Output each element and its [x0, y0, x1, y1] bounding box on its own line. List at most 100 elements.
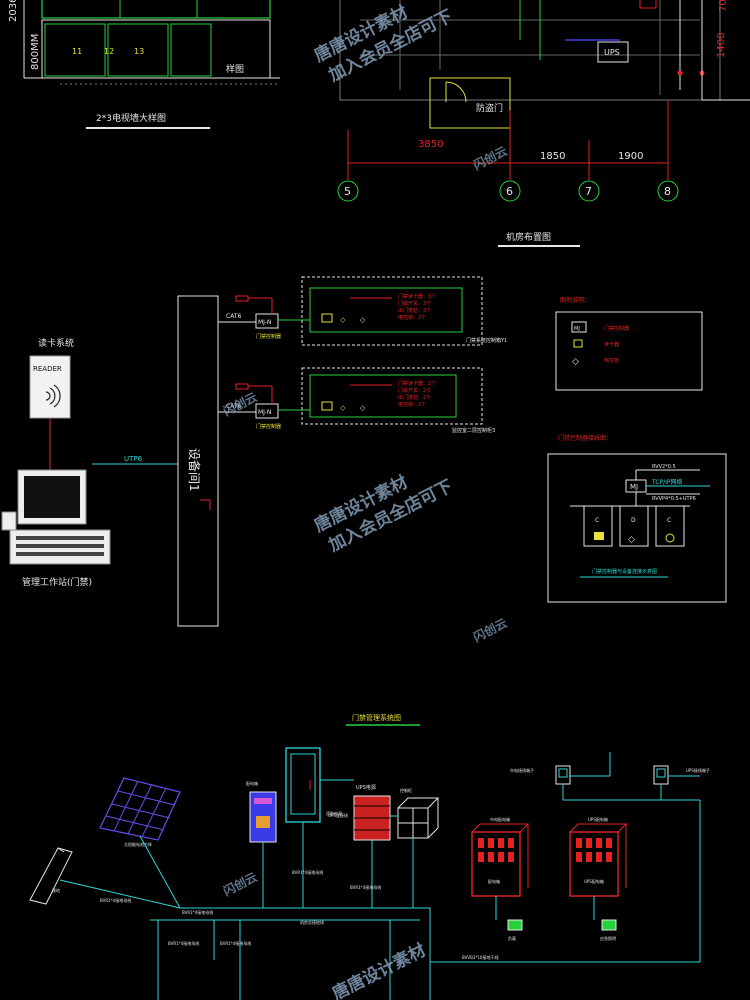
- meter-label-mains: 市电接线端子: [510, 767, 534, 773]
- cabinet-label-ups: UPS配电箱: [584, 878, 604, 884]
- mains-distribution-cabinet: 配电箱: [471, 823, 530, 897]
- cable-label-3: BVR1*4接地母线: [292, 869, 323, 875]
- cable-label-2: BVR1*4接地母线: [182, 909, 213, 915]
- door-label: 防盗门: [476, 102, 503, 114]
- watermark-mid: 唐唐设计素材 加入会员全店可下: [311, 471, 456, 556]
- cabinet-label-1: 11: [72, 47, 82, 56]
- reader-wave-icon: [45, 384, 61, 408]
- meter-label-ups: UPS接线端子: [686, 767, 710, 773]
- wiring-mj-label: MJ: [630, 483, 638, 491]
- svg-text:◇: ◇: [340, 316, 346, 324]
- power-system-diagram: 门禁管理系统图 太阳能电池方阵 接地 配电箱 消防电源 UPS电源: [29, 713, 710, 1000]
- dim-right-top: 700: [718, 0, 729, 12]
- cabinet-label: 设备间1: [187, 448, 201, 492]
- machine-room-layout: UPS 防盗门 700 1400 3850 1850 1900 5 6 7 8 …: [337, 0, 750, 247]
- legend-item-3: 电控锁: [604, 357, 619, 364]
- card-reader-device: [29, 355, 71, 419]
- feeder-label: BVVB3*10接地干线: [462, 954, 498, 960]
- watermark-small-1: 闪创云: [471, 143, 510, 173]
- axis-number-6: 6: [506, 185, 513, 198]
- axis-number-7: 7: [585, 185, 592, 198]
- panel-label: 配电箱: [246, 780, 258, 786]
- panel-b-item-2: 门磁开关：2个: [398, 387, 431, 394]
- cabinet-label-mains: 配电箱: [488, 878, 500, 884]
- watermark-small-4: 闪创云: [221, 869, 260, 899]
- panel-a-item-1: 门禁读卡器：3个: [398, 293, 436, 300]
- controller-b-label: MJ-N: [258, 409, 271, 416]
- terminal-2: D: [631, 517, 636, 524]
- bottom-device-2: 应急照明: [600, 935, 616, 941]
- cable-label-4: BVR1*4接地母线: [350, 884, 381, 890]
- terminal-3: C: [667, 517, 671, 524]
- watermark-small-2: 闪创云: [221, 389, 260, 419]
- power-system-title: 门禁管理系统图: [352, 713, 401, 722]
- legend-box: 图例说明： MJ ◇ 门禁控制器 读卡器 电控锁: [555, 296, 703, 391]
- controller-a-label: MJ-N: [258, 319, 271, 326]
- tcp-label: TCP/IP网络: [651, 478, 683, 486]
- panel-b-item-1: 门禁读卡器：2个: [398, 380, 436, 387]
- solar-panel: [99, 777, 181, 841]
- reader-label: READER: [33, 365, 62, 373]
- axis-number-5: 5: [344, 185, 351, 198]
- controller-a-note: 门禁控制器: [256, 333, 281, 340]
- controller-label: 控制柜: [400, 787, 412, 793]
- ground-bus-label: 机房总接地排: [300, 919, 324, 925]
- svg-text:MJ: MJ: [574, 326, 580, 332]
- watermark-brand-bottom-1: 唐唐设计素材: [329, 939, 429, 1000]
- panel-b-item-3: 出门按钮：2个: [398, 394, 431, 401]
- dim-right-mid: 1400: [716, 33, 727, 58]
- solar-label: 太阳能电池方阵: [124, 841, 152, 847]
- panel-b-caption: 监控室二层控制柜3: [452, 427, 495, 434]
- cabinet-title-ups: UPS配电箱: [588, 816, 608, 822]
- cabinet-title-mains: 市电配电箱: [490, 816, 510, 822]
- controller-cabinet: [397, 797, 440, 839]
- controller-wiring-diagram: 门禁控制器接线图： MJ TCP/IP网络 RVV2*0.5 RVVP4*0.5…: [547, 434, 727, 603]
- bottom-device-1: 负载: [508, 935, 516, 941]
- watermark-bottom: 唐唐设计素材: [329, 939, 429, 1000]
- power-wire-label: RVV2*0.5: [652, 464, 676, 470]
- svg-text:◇: ◇: [340, 404, 346, 412]
- fire-label: 消防电源: [326, 810, 342, 816]
- legend-item-1: 门禁控制器: [604, 325, 629, 332]
- access-panel-a: [301, 276, 483, 346]
- equipment-cabinet: [177, 295, 219, 627]
- wire-spec-label: RVVP4*0.5+UTP6: [652, 496, 696, 502]
- svg-text:◇: ◇: [360, 316, 366, 324]
- watermark-top: 唐唐设计素材 加入会员全店可下: [311, 1, 456, 86]
- svg-text:◇: ◇: [572, 357, 579, 367]
- watermark-small-3: 闪创云: [471, 615, 510, 645]
- dim-1900: 1900: [618, 151, 643, 162]
- cabinet-label-2: 12: [104, 47, 114, 56]
- cat6-label-a: CAT6: [226, 313, 241, 320]
- wiring-title: 门禁控制器接线图：: [558, 434, 612, 442]
- wiring-caption: 门禁控制器与设备连接示意图: [592, 568, 657, 575]
- panel-b-item-4: 电控锁：2个: [398, 401, 426, 408]
- panel-a-caption: 门禁系统控制箱Y1: [466, 337, 507, 344]
- cable-label-6: BVR1*4接地母线: [220, 940, 251, 946]
- room-layout-caption: 机房布置图: [506, 231, 551, 243]
- panel-a-item-3: 出门按钮：3个: [398, 307, 431, 314]
- utp-label: UTP6: [124, 455, 143, 463]
- access-panel-b: [301, 367, 483, 425]
- workstation-label: 管理工作站(门禁): [22, 576, 92, 588]
- legend-title: 图例说明：: [560, 296, 590, 304]
- panel-a-item-2: 门磁开关：3个: [398, 300, 431, 307]
- cable-label-5: BVR1*4接地母线: [168, 940, 199, 946]
- room-ups-label: UPS: [604, 48, 620, 57]
- ups-cable-label: UPS连接线: [328, 812, 348, 818]
- dim-lower: 800MM: [30, 34, 41, 70]
- access-control-diagram: 读卡系统 READER 管理工作站(门禁) UTP6 设备间1 CAT6 MJ-…: [1, 276, 507, 627]
- cat6-label-b: CAT6: [226, 403, 241, 410]
- svg-text:◇: ◇: [360, 404, 366, 412]
- ups-distribution-cabinet: UPS配电箱: [569, 823, 628, 897]
- controller-b-note: 门禁控制器: [256, 423, 281, 430]
- cabinet-label-3: 13: [134, 47, 144, 56]
- video-wall-detail: 11 12 13 样图 2036 800MM 2*3电视墙大样图: [8, 0, 280, 129]
- ups-label: UPS电源: [356, 784, 376, 791]
- svg-text:◇: ◇: [628, 535, 635, 545]
- dim-height: 2036: [8, 0, 19, 22]
- card-system-title: 读卡系统: [38, 337, 74, 349]
- ground-label: 接地: [52, 887, 60, 893]
- cable-label-1: BVR1*4接地母线: [100, 897, 131, 903]
